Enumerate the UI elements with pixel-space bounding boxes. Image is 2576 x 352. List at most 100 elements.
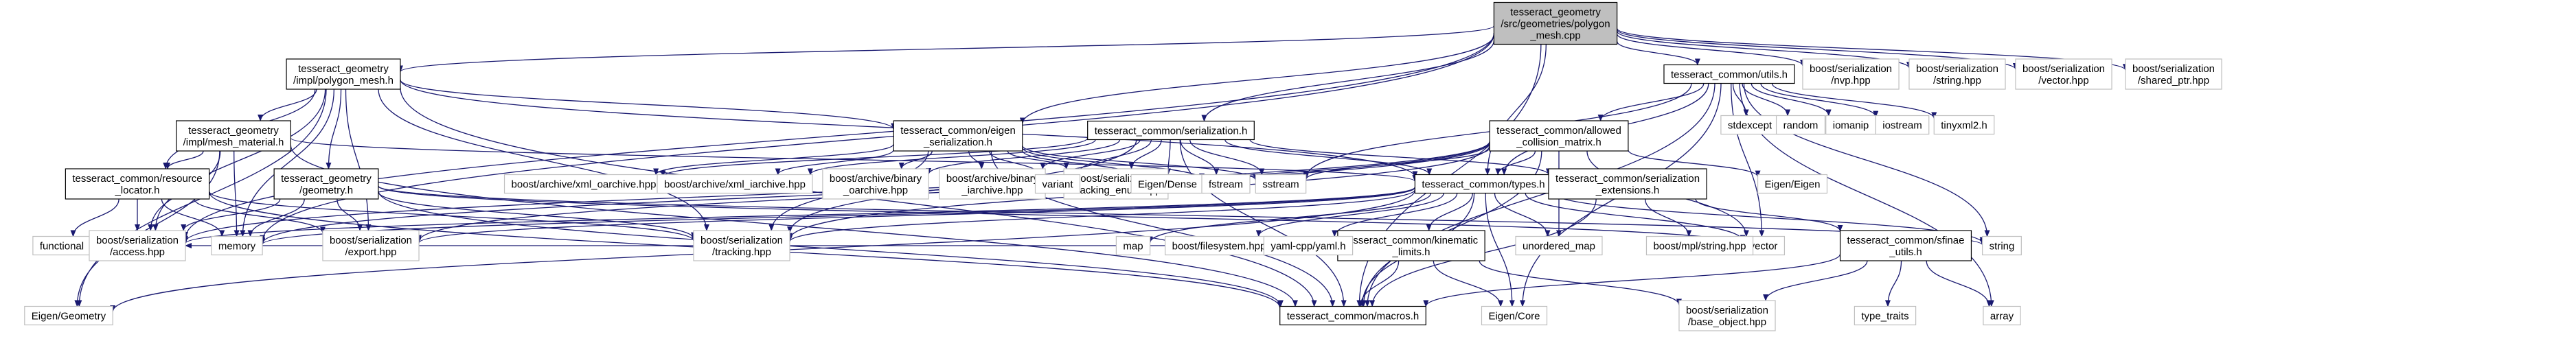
node-label: tesseract_common/types.h [1422, 179, 1545, 191]
node-label: boost/archive/xml_iarchive.hpp [664, 179, 806, 191]
node-label: /nvp.hpp [1831, 75, 1871, 86]
node-geometry-h[interactable]: tesseract_geometry/geometry.h [273, 168, 379, 200]
node-sfinae[interactable]: tesseract_common/sfinae_utils.h [1839, 230, 1972, 261]
node-label: tesseract_common/allowed [1496, 125, 1621, 137]
node-box [822, 168, 929, 200]
edge-allowed-collision-to-types-h [1495, 150, 1536, 176]
node-box [1982, 235, 2022, 256]
node-label: boost/archive/binary [830, 173, 922, 185]
node-array: array [1983, 305, 2021, 326]
node-variant: variant [1034, 174, 1081, 194]
node-label: tesseract_common/resource [72, 173, 202, 185]
node-box [24, 305, 113, 326]
node-root[interactable]: tesseract_geometry/src/geometries/polygo… [1493, 1, 1618, 45]
node-types-h[interactable]: tesseract_common/types.h [1414, 174, 1553, 194]
edge-sfinae-to-macros [1423, 253, 1841, 307]
node-box [1414, 174, 1553, 194]
node-label: tesseract_common/serialization [1555, 173, 1700, 185]
node-box [1839, 230, 1972, 261]
node-box [1515, 235, 1603, 256]
node-label: /geometry.h [299, 185, 353, 196]
node-label: Eigen/Core [1488, 311, 1540, 322]
node-label: /string.hpp [1933, 75, 1981, 86]
edge-serialization-h-to-binary-oarchive [926, 139, 1121, 176]
node-box [1678, 300, 1776, 331]
edge-utils-h-to-vector [1731, 83, 1765, 237]
node-eigen-eigen: Eigen/Eigen [1757, 174, 1828, 194]
edge-root-to-polygon-mesh-h [398, 25, 1495, 73]
edge-types-h-to-filesystem [1255, 193, 1444, 237]
node-sstream: sstream [1255, 174, 1307, 194]
node-box [1130, 174, 1205, 194]
node-label: boost/filesystem.hpp [1172, 241, 1266, 253]
node-xml-oarchive: boost/archive/xml_oarchive.hpp [503, 174, 664, 194]
node-functional: functional [32, 235, 91, 256]
edge-utils-h-to-allowed-collision [1597, 83, 1705, 121]
node-label: tesseract_common/macros.h [1287, 311, 1420, 322]
edge-types-h-to-map [1147, 193, 1432, 244]
node-label: /impl/polygon_mesh.h [293, 75, 394, 86]
edge-kinematic-limits-to-macros [1358, 260, 1400, 307]
node-box [1933, 115, 1995, 135]
node-macros[interactable]: tesseract_common/macros.h [1279, 305, 1426, 326]
node-shared-ptr: boost/serialization/shared_ptr.hpp [2125, 58, 2222, 90]
node-box [65, 168, 210, 200]
node-serialization-h[interactable]: tesseract_common/serialization.h [1087, 120, 1255, 141]
node-resource-locator[interactable]: tesseract_common/resource_locator.h [65, 168, 210, 200]
node-eigen-geometry: Eigen/Geometry [24, 305, 113, 326]
node-eigen-core: Eigen/Core [1481, 305, 1548, 326]
edge-sfinae-to-array [1926, 260, 1992, 307]
node-label: stdexcept [1728, 120, 1773, 132]
node-label: array [1990, 311, 2014, 322]
node-label: _extensions.h [1595, 185, 1660, 196]
node-utils-h[interactable]: tesseract_common/utils.h [1663, 64, 1795, 84]
edge-serialization-h-to-binary-iarchive [1040, 139, 1141, 169]
edge-mesh-material-to-memory [233, 150, 240, 237]
node-box [1263, 235, 1354, 256]
node-kinematic-limits[interactable]: tesseract_common/kinematic_limits.h [1337, 230, 1485, 261]
edge-root-to-utils-h [1616, 40, 1700, 66]
node-label: tesseract_geometry [1510, 7, 1601, 19]
node-box [657, 174, 813, 194]
node-box [2015, 58, 2112, 90]
node-box [1757, 174, 1828, 194]
node-allowed-collision[interactable]: tesseract_common/allowed_collision_matri… [1489, 120, 1629, 152]
edge-utils-h-to-iostream [1760, 83, 1879, 118]
edge-types-h-to-vector [1525, 193, 1746, 242]
node-box [273, 168, 379, 200]
node-label: type_traits [1861, 311, 1908, 322]
node-mesh-material[interactable]: tesseract_geometry/impl/mesh_material.h [176, 120, 291, 152]
node-label: iostream [1882, 120, 1922, 132]
node-label: yaml-cpp/yaml.h [1270, 241, 1345, 253]
edge-types-h-to-access [183, 187, 1416, 244]
node-label: tesseract_geometry [298, 63, 389, 75]
edge-types-h-to-tracking [787, 189, 1416, 243]
node-label: boost/mpl/string.hpp [1653, 241, 1746, 253]
node-fstream: fstream [1201, 174, 1251, 194]
node-serialization-ext[interactable]: tesseract_common/serialization_extension… [1548, 168, 1707, 200]
node-label: sstream [1262, 179, 1299, 191]
node-box [1663, 64, 1795, 84]
edge-types-h-to-eigen-core [1485, 193, 1515, 307]
node-layer: tesseract_geometry/src/geometries/polygo… [24, 1, 2222, 331]
node-eigen-serialization[interactable]: tesseract_common/eigen_serialization.h [893, 120, 1023, 152]
node-type-traits: type_traits [1854, 305, 1917, 326]
node-box [1034, 174, 1081, 194]
edge-serialization-h-to-macros [1179, 139, 1347, 307]
node-box [2125, 58, 2222, 90]
edge-types-h-to-kinematic-limits [1426, 193, 1473, 231]
edge-serialization-h-to-xml-oarchive [660, 137, 1088, 178]
edge-geometry-h-to-tracking [378, 191, 696, 239]
node-label: /base_object.hpp [1688, 316, 1766, 328]
edge-root-to-serialization-h [1201, 40, 1495, 122]
edge-types-h-to-unordered-map [1494, 193, 1551, 237]
node-label: /tracking.hpp [712, 246, 771, 258]
edge-serialization-h-to-xml-iarchive [808, 139, 1096, 176]
edge-allowed-collision-to-eigen-eigen [1628, 150, 1761, 178]
node-stdexcept: stdexcept [1720, 115, 1779, 135]
edge-eigen-serialization-to-binary-iarchive [968, 150, 985, 169]
node-label: boost/serialization [700, 235, 783, 246]
node-label: _oarchive.hpp [843, 185, 908, 196]
node-polygon-mesh-h[interactable]: tesseract_geometry/impl/polygon_mesh.h [286, 58, 401, 90]
edge-mesh-material-to-types-h [290, 137, 1417, 183]
